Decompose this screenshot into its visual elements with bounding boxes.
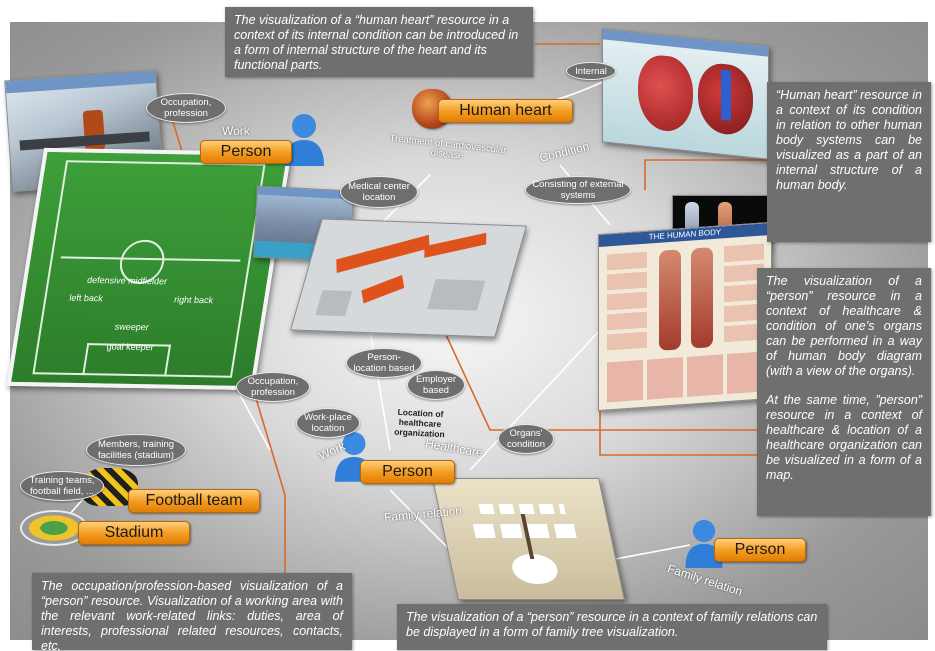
family-tree-screenshot: [432, 478, 625, 600]
person-node-center[interactable]: Person: [360, 460, 455, 484]
callout-text: “Human heart” resource in a context of i…: [776, 88, 922, 192]
person-node-right[interactable]: Person: [714, 538, 806, 562]
connector-right-top: [644, 159, 775, 190]
callout-text: The visualization of a “person” resource…: [406, 610, 818, 639]
training-bubble: Training teams, football field, ...: [20, 471, 104, 501]
callout-person-healthcare: The visualization of a “person” resource…: [757, 268, 931, 516]
person-avatar-icon: [284, 114, 324, 166]
work-label-top: Work: [222, 124, 250, 138]
callout-occupation: The occupation/profession-based visualiz…: [32, 573, 352, 651]
location-org-label: Location of healthcare organization: [393, 406, 445, 440]
person-location-bubble: Person-location based: [346, 348, 422, 378]
football-field-screenshot: defensive midfielder left back right bac…: [6, 147, 292, 391]
callout-text: The visualization of a “human heart” res…: [234, 13, 519, 72]
position-label: left back: [68, 292, 104, 304]
position-label: goal keeper: [105, 341, 155, 353]
members-bubble: Members, training facilities (stadium): [86, 434, 186, 466]
football-team-node[interactable]: Football team: [128, 489, 260, 513]
human-heart-node[interactable]: Human heart: [438, 99, 573, 123]
person-avatar-icon: [685, 519, 723, 568]
callout-family: The visualization of a “person” resource…: [397, 604, 827, 650]
connector-right-bottom-2: [429, 299, 765, 431]
workplace-bubble: Work-place location: [296, 408, 360, 438]
link-family-right: [609, 544, 691, 561]
consisting-bubble: Consisting of external systems: [525, 176, 631, 204]
medical-center-bubble: Medical center location: [340, 176, 418, 208]
internal-bubble: Internal: [566, 62, 616, 80]
callout-text: The occupation/profession-based visualiz…: [41, 579, 343, 651]
callout-heart-condition: “Human heart” resource in a context of i…: [767, 82, 931, 242]
callout-text: The visualization of a “person” resource…: [766, 274, 922, 378]
organs-bubble: Organs' condition: [498, 424, 554, 454]
occupation-bubble-mid: Occupation, profession: [236, 372, 310, 402]
position-label: sweeper: [114, 321, 150, 333]
city-map-screenshot: [290, 218, 527, 338]
person-node-top[interactable]: Person: [200, 140, 292, 164]
heart-anatomy-screenshot: [602, 28, 769, 160]
stadium-node[interactable]: Stadium: [78, 521, 190, 545]
employer-bubble: Employer based: [407, 370, 465, 400]
position-label: right back: [173, 294, 214, 306]
position-label: defensive midfielder: [86, 274, 168, 287]
callout-text: At the same time, ”person” resource in a…: [766, 393, 922, 482]
callout-heart-internal: The visualization of a “human heart” res…: [225, 7, 533, 77]
human-body-screenshot: THE HUMAN BODY: [598, 221, 772, 412]
occupation-bubble-top: Occupation, profession: [146, 93, 226, 123]
link-center-body: [469, 329, 601, 471]
